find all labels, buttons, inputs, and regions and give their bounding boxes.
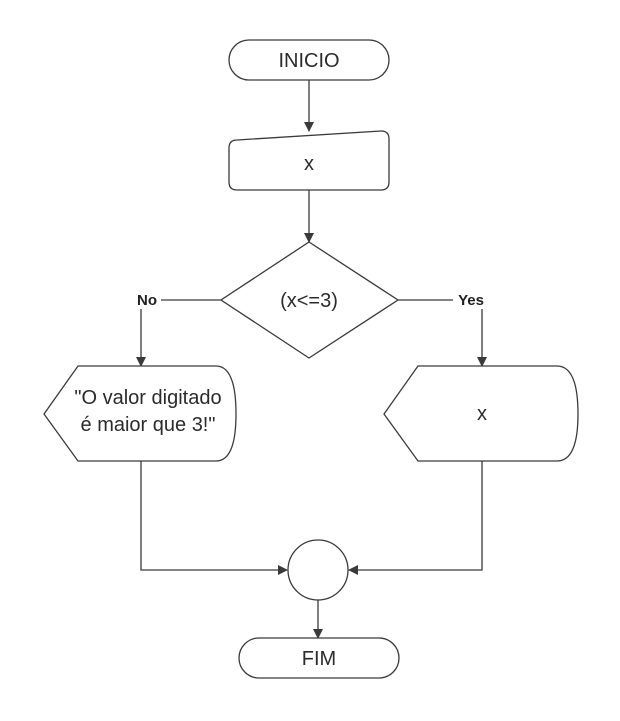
- output-no-label-line2: é maior que 3!": [81, 414, 216, 436]
- input-manual-shape: [228, 130, 390, 191]
- edge-label-no-bg: [133, 289, 161, 309]
- start-terminator: [228, 39, 390, 81]
- output-yes-display-shape: [383, 365, 579, 462]
- edge-no-output-to-connector: [140, 461, 288, 575]
- end-label: FIM: [302, 648, 336, 670]
- decision-label: (x<=3): [280, 290, 338, 312]
- start-label: INICIO: [278, 50, 339, 72]
- output-no-display-shape: [43, 365, 237, 462]
- edge-label-yes-bg: [453, 289, 489, 309]
- edge-yes-output-to-connector: [348, 461, 483, 575]
- end-terminator: [238, 637, 400, 679]
- edge-label-yes: Yes: [458, 292, 484, 309]
- decision-diamond: [219, 241, 400, 359]
- input-label: x: [304, 153, 314, 175]
- output-yes-label: x: [477, 403, 487, 425]
- edge-label-no: No: [137, 292, 157, 309]
- edge-decision-no: [136, 299, 221, 367]
- connector-circle: [287, 539, 349, 601]
- edge-decision-yes: [398, 299, 487, 367]
- output-no-label-line1: "O valor digitado: [74, 387, 221, 409]
